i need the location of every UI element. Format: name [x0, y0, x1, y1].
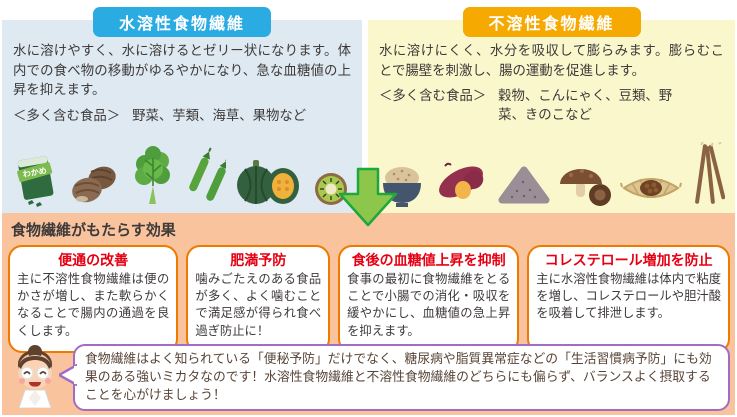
insoluble-fiber-header: 不溶性食物繊維 [462, 7, 641, 37]
taro-icon [72, 166, 116, 203]
soluble-food-icons: わかめ [8, 134, 356, 208]
speech-bubble-tail [59, 364, 77, 387]
effect-card-title: 肥満予防 [230, 252, 287, 268]
effect-card-title: コレステロール増加を防止 [544, 252, 713, 268]
effect-card-body: 食事の最初に食物繊維をとることで小腸での消化・吸収を緩やかにし、血糖値の急上昇を… [347, 272, 511, 338]
wakame-package-icon: わかめ [16, 156, 54, 207]
effect-card-bowel: 便通の改善 主に不溶性食物繊維は便のかさが増し、また軟らかくなることで腸内の通過… [8, 245, 179, 353]
dietitian-character-icon [18, 345, 52, 409]
insoluble-fiber-description: 水に溶けにくく、水分を吸収して膨らみます。膨らむことで腸壁を刺激し、腸の運動を促… [379, 43, 724, 78]
soluble-foods-value: 野菜、芋類、海草、果物など [132, 107, 307, 123]
soluble-foods-label: ＜多く含む食品＞ [13, 107, 121, 123]
advice-text: 食物繊維はよく知られている「便秘予防」だけでなく、糖尿病や脂質異常症などの「生活… [85, 351, 712, 403]
natto-icon [619, 178, 682, 199]
advice-speech-bubble: 食物繊維はよく知られている「便秘予防」だけでなく、糖尿病や脂質異常症などの「生活… [59, 344, 730, 411]
insoluble-foods-value: 穀物、こんにゃく、豆類、野菜、きのこなど [498, 88, 673, 122]
konnyaku-icon [498, 166, 550, 204]
sweet-potato-icon [439, 162, 484, 199]
okra-icon [188, 147, 226, 201]
effects-section: 食物繊維がもたらす効果 便通の改善 主に不溶性食物繊維は便のかさが増し、また軟ら… [2, 213, 735, 415]
insoluble-foods-label: ＜多く含む食品＞ [379, 88, 487, 104]
effect-card-body: 主に水溶性食物繊維は体内で粘度を増し、コレステロールや胆汁酸を吸着して排泄します… [536, 272, 722, 321]
effect-card-cholesterol: コレステロール増加を防止 主に水溶性食物繊維は体内で粘度を増し、コレステロールや… [527, 245, 731, 353]
soluble-foods-line: ＜多く含む食品＞ 野菜、芋類、海草、果物など [2, 100, 362, 126]
svg-text:わかめ: わかめ [22, 166, 47, 179]
kiwi-icon [315, 173, 348, 205]
flow-down-arrow-icon [336, 167, 400, 234]
burdock-icon [695, 142, 726, 204]
effect-card-title: 便通の改善 [58, 252, 129, 268]
leafy-vegetable-icon [135, 146, 171, 204]
insoluble-food-icons [374, 134, 729, 208]
effects-cards: 便通の改善 主に不溶性食物繊維は便のかさが増し、また軟らかくなることで腸内の通過… [2, 240, 735, 353]
shiitake-mushrooms-icon [560, 169, 612, 206]
soluble-fiber-box: 水溶性食物繊維 水に溶けやすく、水に溶けるとゼリー状になります。体内での食べ物の… [2, 7, 362, 213]
effect-card-title: 食後の血糖値上昇を抑制 [351, 252, 506, 268]
effects-title: 食物繊維がもたらす効果 [11, 222, 176, 239]
insoluble-fiber-box: 不溶性食物繊維 水に溶けにくく、水分を吸収して膨らみます。膨らむことで腸壁を刺激… [368, 7, 735, 213]
soluble-fiber-description: 水に溶けやすく、水に溶けるとゼリー状になります。体内での食べ物の移動がゆるやかに… [13, 43, 351, 98]
insoluble-foods-line: ＜多く含む食品＞ 穀物、こんにゃく、豆類、野菜、きのこなど [368, 80, 735, 125]
advice-row: 食物繊維はよく知られている「便秘予防」だけでなく、糖尿病や脂質異常症などの「生活… [5, 344, 730, 411]
effect-card-body: 主に不溶性食物繊維は便のかさが増し、また軟らかくなることで腸内の通過を良くします… [17, 272, 170, 338]
soluble-fiber-header: 水溶性食物繊維 [92, 7, 272, 37]
effect-card-obesity: 肥満予防 噛みごたえのある食品が多く、よく噛むことで満足感が得られ食べ過ぎ防止に… [186, 245, 331, 353]
kabocha-pumpkin-icon [236, 160, 299, 204]
effect-card-body: 噛みごたえのある食品が多く、よく噛むことで満足感が得られ食べ過ぎ防止に！ [195, 272, 322, 338]
effect-card-blood-sugar: 食後の血糖値上昇を抑制 食事の最初に食物繊維をとることで小腸での消化・吸収を緩や… [338, 245, 520, 353]
